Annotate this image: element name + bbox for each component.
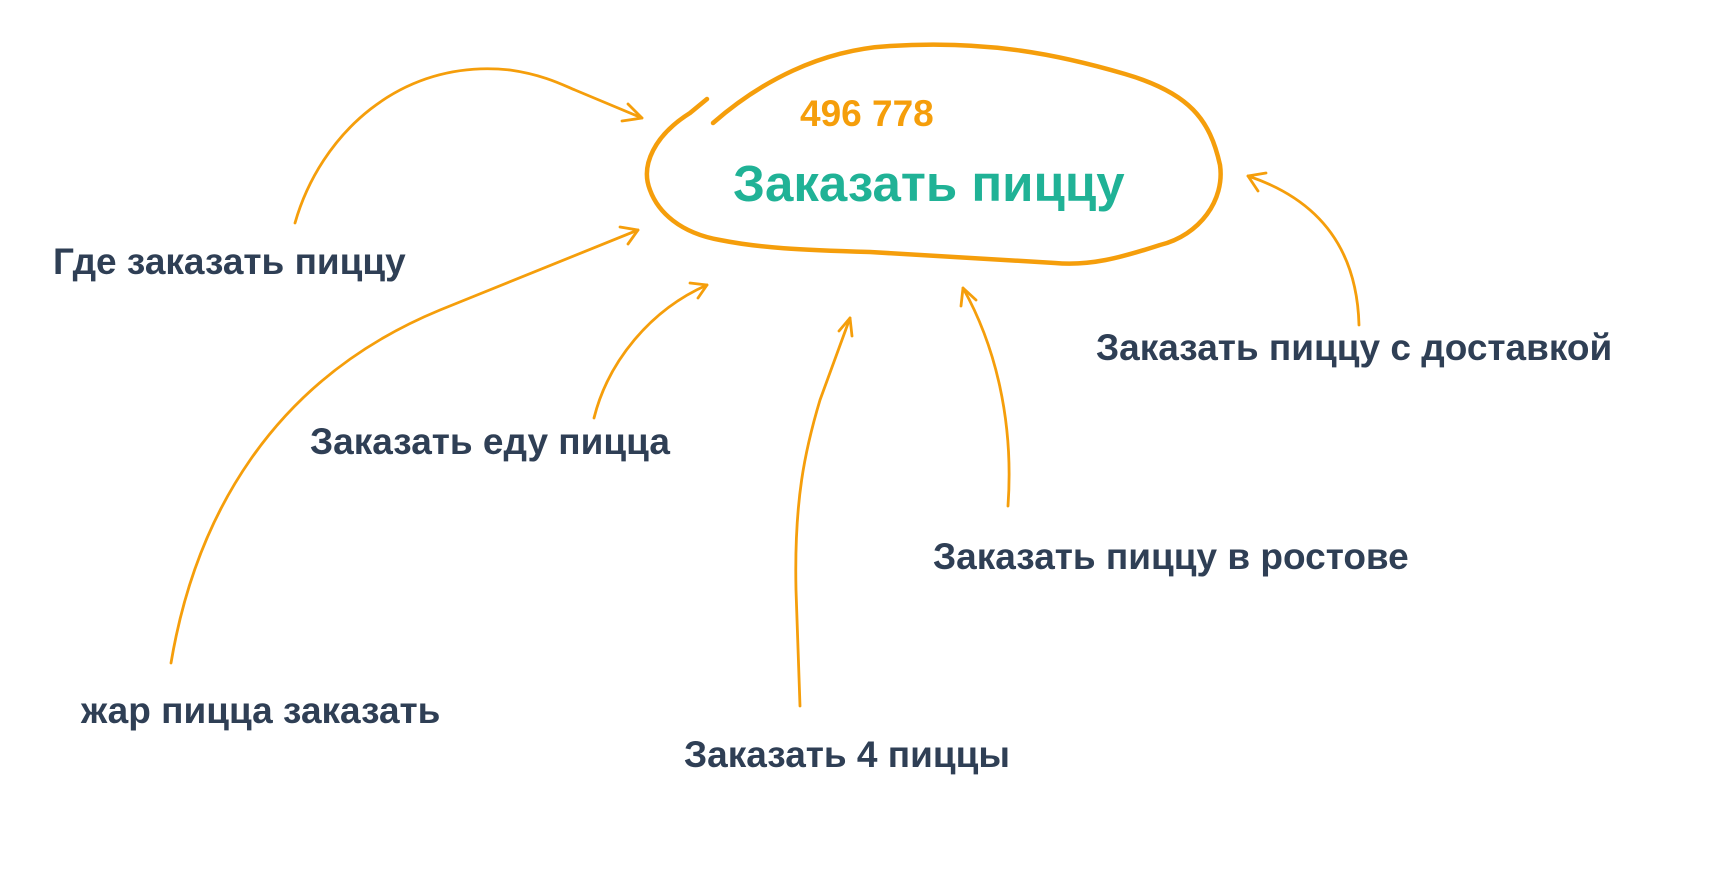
arrow-order-rostov — [959, 286, 1011, 508]
arrow-order-delivery — [1246, 171, 1361, 327]
center-search-volume: 496 778 — [800, 93, 934, 134]
center-keyword-title: Заказать пиццу — [733, 155, 1125, 212]
query-label-order-delivery: Заказать пиццу с доставкой — [1096, 327, 1613, 368]
query-label-where-to-order: Где заказать пиццу — [53, 241, 406, 282]
query-label-zhar-pizza: жар пицца заказать — [81, 690, 441, 731]
query-label-order-rostov: Заказать пиццу в ростове — [933, 536, 1409, 577]
query-label-order-food-pizza: Заказать еду пицца — [310, 421, 670, 462]
arrow-zhar-pizza — [169, 225, 640, 665]
center-ellipse — [644, 42, 1223, 266]
arrow-order-food-pizza — [592, 281, 709, 420]
arrow-where-to-order — [293, 67, 644, 225]
query-label-order-4-pizzas: Заказать 4 пиццы — [684, 734, 1010, 775]
arrow-order-4-pizzas — [794, 316, 854, 708]
